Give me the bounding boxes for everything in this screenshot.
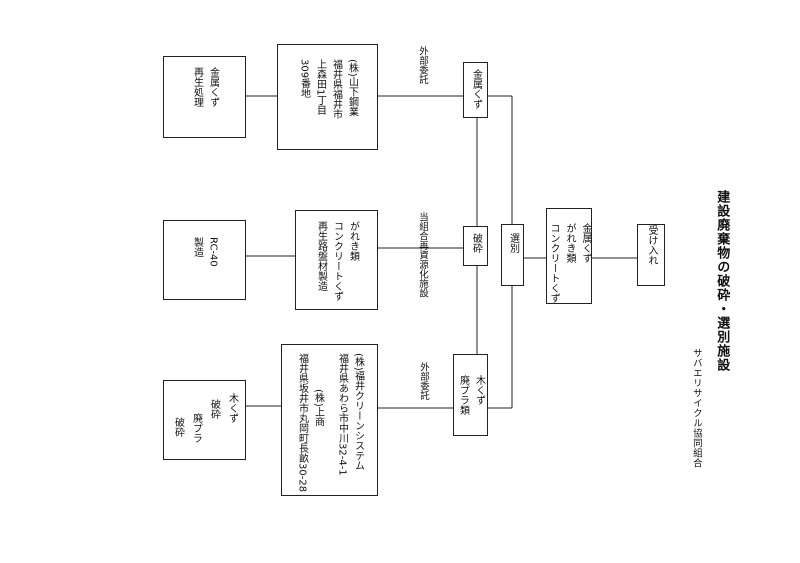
crushing-label: 破砕 xyxy=(470,233,482,253)
wood-output-item: 木くず xyxy=(226,393,238,423)
wood-output-col-1: 木くず xyxy=(225,393,239,459)
wood-output-col-2: 破砕 xyxy=(207,393,221,459)
wood-output-process: 破砕 xyxy=(208,399,220,419)
route-label-wood: 外部委託 xyxy=(418,362,429,400)
wood-output-box: 木くず 破砕 廃プラ 破砕 xyxy=(163,380,246,460)
route-label-metal: 外部委託 xyxy=(417,46,428,84)
crush-facility-line-3: 再生路盤材製造 xyxy=(315,221,327,291)
waste-types-box: 金属くず がれき類 コンクリートくず xyxy=(546,208,592,304)
organization-name: サバエリサイクル協同組合 xyxy=(690,348,702,468)
crush-output-line-2: 製造 xyxy=(191,237,203,257)
metal-output-line-1: 金属くず xyxy=(207,67,219,107)
metal-contractor-address-2: 上森田1丁目 xyxy=(314,59,326,116)
sorting-box: 選別 xyxy=(501,224,524,286)
wood-output-item-2: 廃プラ xyxy=(190,413,202,443)
waste-type-metal: 金属くず xyxy=(580,223,591,263)
sorting-label: 選別 xyxy=(507,233,519,253)
crushing-box: 破砕 xyxy=(463,226,488,266)
wood-node-line-2: 廃プラ類 xyxy=(457,375,469,415)
crush-output-box: RC-40 製造 xyxy=(163,220,246,300)
waste-type-concrete: コンクリートくず xyxy=(548,223,559,303)
metal-contractor-address-1: 福井県福井市 xyxy=(330,59,342,119)
wood-output-process-2: 破砕 xyxy=(172,417,184,437)
crush-facility-line-1: がれき類 xyxy=(347,221,359,261)
wood-output-col-4: 破砕 xyxy=(171,393,185,459)
receive-label: 受け入れ xyxy=(646,225,657,265)
page-title: 建設廃棄物の破砕・選別施設 xyxy=(714,190,730,372)
metal-node-label: 金属くず xyxy=(470,69,482,109)
metal-contractor-address-3: 309番地 xyxy=(298,59,310,99)
crush-facility-box: がれき類 コンクリートくず 再生路盤材製造 xyxy=(295,210,378,310)
wood-contractor-address-1: 福井県あわら市中川32-4-1 xyxy=(336,353,348,476)
crush-output-line-1: RC-40 xyxy=(207,237,219,267)
receive-box: 受け入れ xyxy=(637,224,665,286)
metal-contractor-box: (株)山下鋼業 福井県福井市 上森田1丁目 309番地 xyxy=(277,44,378,150)
wood-contractor-address-2: 福井県坂井市丸岡町長畝30-28 xyxy=(296,353,308,493)
waste-type-rubble: がれき類 xyxy=(564,223,575,263)
crush-facility-line-2: コンクリートくず xyxy=(331,221,343,301)
metal-output-line-2: 再生処理 xyxy=(191,67,203,107)
wood-contractor-name-1: (株)福井クリーンシステム xyxy=(352,353,364,471)
wood-node-box: 木くず 廃プラ類 xyxy=(453,354,488,436)
wood-output-columns: 木くず 破砕 廃プラ 破砕 xyxy=(164,393,245,459)
metal-node-box: 金属くず xyxy=(463,62,488,118)
wood-contractor-box: (株)福井クリーンシステム 福井県あわら市中川32-4-1 (株)上商 福井県坂… xyxy=(281,344,378,496)
metal-output-box: 金属くず 再生処理 xyxy=(163,56,246,138)
wood-contractor-name-2: (株)上商 xyxy=(312,389,324,427)
wood-node-line-1: 木くず xyxy=(473,375,485,405)
metal-contractor-name: (株)山下鋼業 xyxy=(346,59,358,117)
route-label-crush: 当組合再資源化施設 xyxy=(417,212,428,298)
wood-output-col-3: 廃プラ xyxy=(189,393,203,459)
